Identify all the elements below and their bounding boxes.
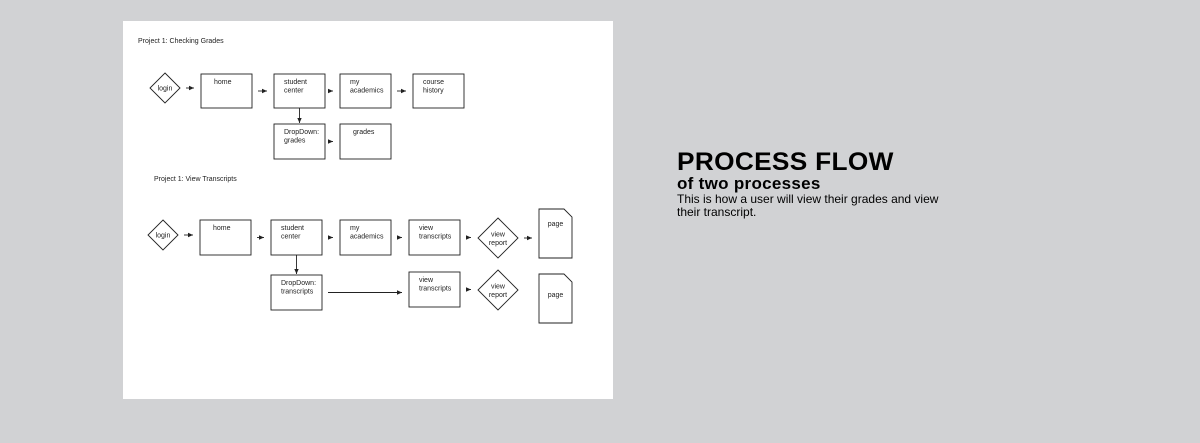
- info-subtitle: of two processes: [677, 174, 821, 193]
- info-title: PROCESS FLOW: [677, 148, 894, 176]
- flow-node-home2: home: [199, 219, 252, 256]
- flow-node-pg3: page: [538, 273, 573, 324]
- process-box: [408, 219, 461, 256]
- flow-node-dd1: DropDown: grades: [273, 123, 326, 160]
- node-label: login: [156, 233, 171, 240]
- node-label: grades: [284, 138, 306, 145]
- node-label: center: [281, 234, 301, 241]
- node-label: my: [350, 79, 360, 86]
- node-label: student: [281, 225, 304, 232]
- node-label: view: [419, 277, 434, 284]
- node-label: report: [489, 292, 507, 299]
- node-label: DropDown:: [284, 129, 319, 136]
- flow-node-vr2: view report: [477, 217, 519, 259]
- node-label: course: [423, 79, 444, 86]
- flow-node-vt2: view transcripts: [408, 219, 461, 256]
- info-description: This is how a user will view their grade…: [677, 192, 939, 219]
- flow-node-dd2: DropDown: transcripts: [270, 274, 323, 311]
- process-box: [339, 123, 392, 160]
- flow-node-ma2: my academics: [339, 219, 392, 256]
- process-box: [270, 274, 323, 311]
- flow-node-ch1: course history: [412, 73, 465, 109]
- node-label: grades: [353, 129, 375, 136]
- process-box: [412, 73, 465, 109]
- decision-diamond: [477, 269, 519, 311]
- node-label: view: [491, 283, 506, 290]
- flow-title-1: Project 1: Checking Grades: [138, 38, 224, 45]
- decision-diamond: [149, 72, 181, 104]
- node-label: history: [423, 88, 444, 95]
- flow-node-vr3: view report: [477, 269, 519, 311]
- process-box: [199, 219, 252, 256]
- node-label: page: [548, 221, 564, 228]
- node-label: center: [284, 88, 304, 95]
- node-label: DropDown:: [281, 280, 316, 287]
- document-page: [538, 208, 573, 259]
- process-box: [408, 271, 461, 308]
- process-box: [273, 123, 326, 160]
- flow-node-login2: login: [147, 219, 179, 251]
- node-label: student: [284, 79, 307, 86]
- flow-title-2: Project 1: View Transcripts: [154, 176, 237, 183]
- process-box: [339, 73, 392, 109]
- document-page: [538, 273, 573, 324]
- info-panel: PROCESS FLOW of two processes This is ho…: [677, 149, 957, 219]
- node-label: page: [548, 292, 564, 299]
- node-label: academics: [350, 234, 384, 241]
- node-label: transcripts: [419, 286, 452, 293]
- node-label: view: [419, 225, 434, 232]
- flow-node-login1: login: [149, 72, 181, 104]
- node-label: view: [491, 231, 506, 238]
- node-label: home: [213, 225, 231, 232]
- node-label: login: [158, 86, 173, 93]
- node-label: my: [350, 225, 360, 232]
- decision-diamond: [147, 219, 179, 251]
- process-box: [270, 219, 323, 256]
- flow-node-ma1: my academics: [339, 73, 392, 109]
- process-box: [273, 73, 326, 109]
- flow-node-vt3: view transcripts: [408, 271, 461, 308]
- node-label: academics: [350, 88, 384, 95]
- node-label: transcripts: [419, 234, 452, 241]
- node-label: report: [489, 240, 507, 247]
- process-box: [200, 73, 253, 109]
- flow-node-sc2: student center: [270, 219, 323, 256]
- process-flow-diagram: Project 1: Checking Grades login home stude…: [138, 38, 573, 324]
- decision-diamond: [477, 217, 519, 259]
- node-label: home: [214, 79, 232, 86]
- flow-node-sc1: student center: [273, 73, 326, 109]
- process-box: [339, 219, 392, 256]
- diagram-panel: Project 1: Checking Grades login home stude…: [123, 21, 613, 399]
- flow-node-gr1: grades: [339, 123, 392, 160]
- flow-node-home1: home: [200, 73, 253, 109]
- flow-node-pg2: page: [538, 208, 573, 259]
- node-label: transcripts: [281, 289, 314, 296]
